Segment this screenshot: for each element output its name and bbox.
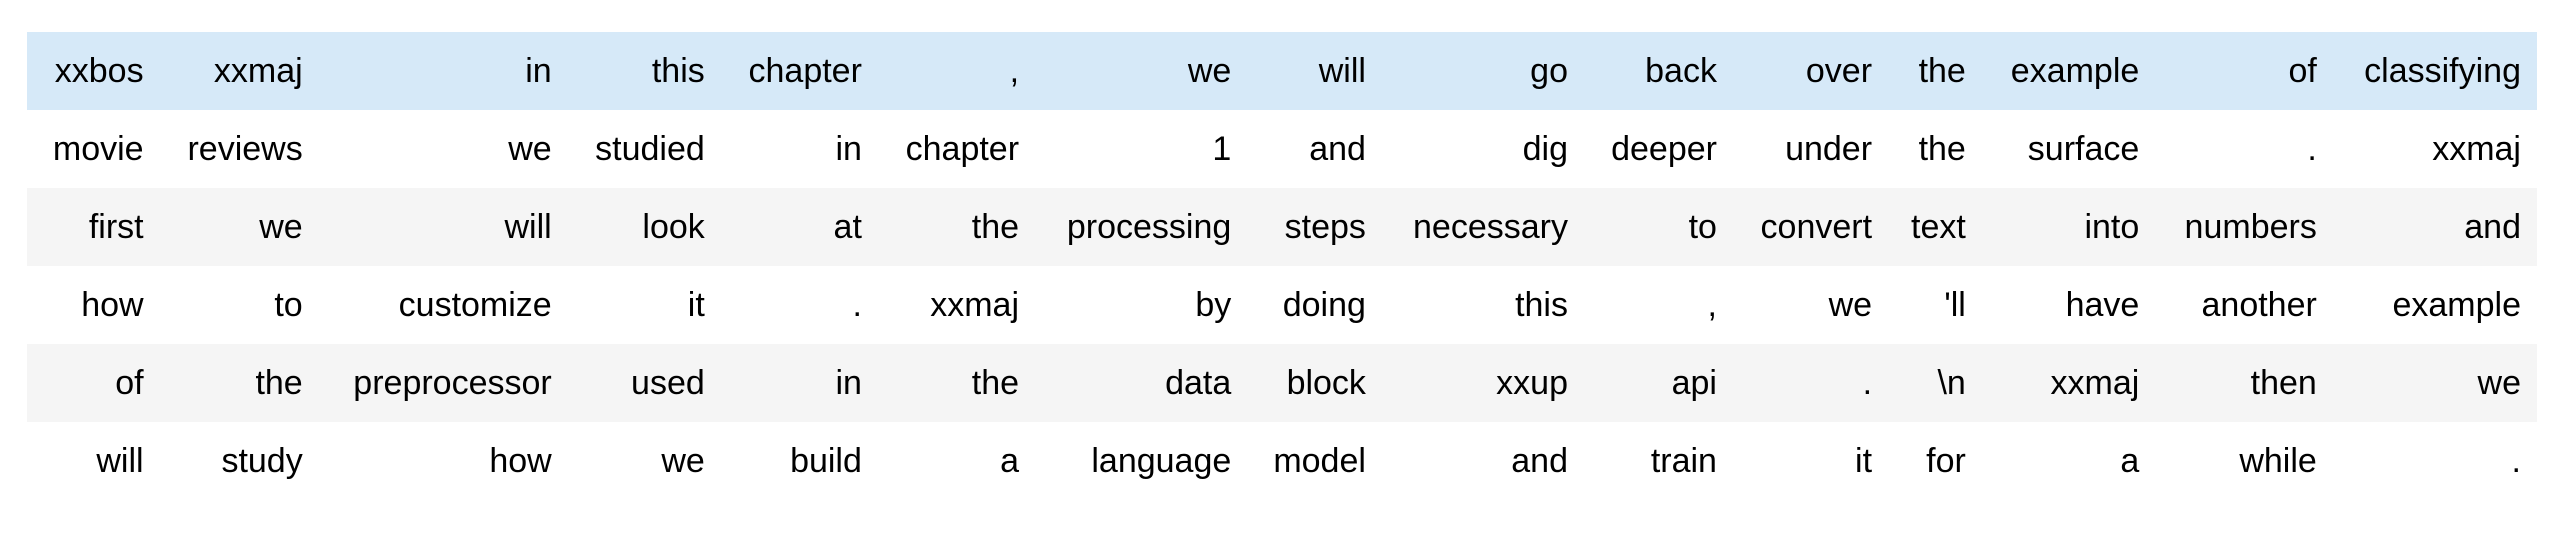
token-cell: will (1318, 52, 1366, 90)
token-cell: the (255, 364, 303, 402)
token-cell: chapter (905, 130, 1020, 168)
token-cell: train (1650, 442, 1717, 480)
token-cell: we (2477, 364, 2521, 402)
token-cell: in (525, 52, 552, 90)
table-row: first we will look at the processing steps neces… (27, 188, 2537, 266)
token-cell: have (2065, 286, 2140, 324)
token-cell: surface (2027, 130, 2140, 168)
token-cell: text (1911, 208, 1966, 246)
token-cell: will (96, 442, 144, 480)
table-row: xxbos xxmaj in this chapter, we will go back over… (27, 32, 2537, 110)
tokens-table-body: xxbos xxmaj in this chapter, we will go back over… (27, 32, 2537, 500)
token-cell: used (631, 364, 705, 402)
token-cell: of (2288, 52, 2317, 90)
token-cell: dig (1522, 130, 1568, 168)
token-cell: this (651, 52, 705, 90)
token-cell: of (115, 364, 144, 402)
token-cell: . (2307, 130, 2317, 168)
token-cell: example (2010, 52, 2140, 90)
token-cell: and (2464, 208, 2521, 246)
tokens-table: xxbos xxmaj in this chapter, we will go back over… (27, 32, 2537, 500)
token-cell: we (508, 130, 552, 168)
token-cell: it (1855, 442, 1873, 480)
table-row: movie reviews we studied in chapter 1 and dig dee… (27, 110, 2537, 188)
token-cell: deeper (1611, 130, 1717, 168)
token-cell: xxbos (54, 52, 144, 90)
token-cell: xxmaj (2050, 364, 2140, 402)
token-cell: . (852, 286, 862, 324)
table-row: of the preprocessor used in the data block xxup a… (27, 344, 2537, 422)
token-cell: under (1785, 130, 1873, 168)
token-cell: and (1309, 130, 1366, 168)
token-cell: movie (52, 130, 144, 168)
token-cell: we (259, 208, 303, 246)
table-row: will study how we build a language model and trai… (27, 422, 2537, 500)
token-cell: . (1862, 364, 1873, 402)
token-cell: while (2239, 442, 2317, 480)
token-cell: over (1805, 52, 1873, 90)
token-cell: look (642, 208, 705, 246)
token-cell: \n (1937, 364, 1966, 402)
token-cell: preprocessor (353, 364, 552, 402)
token-cell: model (1273, 442, 1366, 480)
token-cell: , (1707, 286, 1717, 324)
token-cell: the (971, 208, 1020, 246)
token-cell: another (2201, 286, 2317, 324)
token-cell: in (835, 130, 862, 168)
token-cell: to (274, 286, 303, 324)
token-cell: in (835, 364, 862, 402)
token-cell: processing (1066, 208, 1232, 246)
token-cell: doing (1282, 286, 1366, 324)
token-cell: will (504, 208, 552, 246)
token-cell: a (2120, 442, 2140, 480)
token-cell: the (971, 364, 1020, 402)
token-cell: how (81, 286, 144, 324)
token-cell: example (2392, 286, 2521, 324)
token-cell: we (1187, 52, 1232, 90)
token-cell: this (1515, 286, 1568, 324)
table-row: how to customize it. xxmaj by doing this, we 'll h… (27, 266, 2537, 344)
token-cell: . (2511, 442, 2521, 480)
token-cell: api (1671, 364, 1717, 402)
token-cell: at (833, 208, 862, 246)
token-cell: go (1530, 52, 1568, 90)
token-cell: first (88, 208, 144, 246)
token-cell: it (687, 286, 705, 324)
token-cell: a (1000, 442, 1020, 480)
token-cell: , (1009, 52, 1020, 90)
token-cell: numbers (2184, 208, 2317, 246)
token-cell: we (1828, 286, 1873, 324)
token-cell: and (1511, 442, 1568, 480)
token-cell: the (1918, 130, 1966, 168)
token-cell: then (2250, 364, 2317, 402)
token-cell: studied (595, 130, 705, 168)
token-cell: xxup (1496, 364, 1568, 402)
token-cell: 'll (1944, 286, 1966, 324)
token-cell: xxmaj (930, 286, 1020, 324)
token-cell: data (1165, 364, 1232, 402)
token-cell: we (661, 442, 705, 480)
token-cell: steps (1284, 208, 1366, 246)
token-cell: to (1688, 208, 1717, 246)
token-cell: reviews (187, 130, 303, 168)
token-cell: build (790, 442, 862, 480)
token-cell: necessary (1413, 208, 1568, 246)
token-cell: chapter (748, 52, 862, 90)
token-cell: customize (398, 286, 552, 324)
token-cell: the (1918, 52, 1966, 90)
token-cell: xxmaj (213, 52, 303, 90)
token-cell: block (1286, 364, 1366, 402)
token-cell: back (1645, 52, 1717, 90)
token-cell: for (1926, 442, 1966, 480)
token-cell: 1 (1212, 130, 1232, 168)
token-cell: into (2084, 208, 2140, 246)
token-cell: convert (1760, 208, 1873, 246)
token-cell: by (1195, 286, 1232, 324)
token-cell: how (489, 442, 552, 480)
token-cell: classifying (2364, 52, 2521, 90)
token-cell: study (221, 442, 303, 480)
token-cell: xxmaj (2432, 130, 2521, 168)
token-cell: language (1091, 442, 1232, 480)
